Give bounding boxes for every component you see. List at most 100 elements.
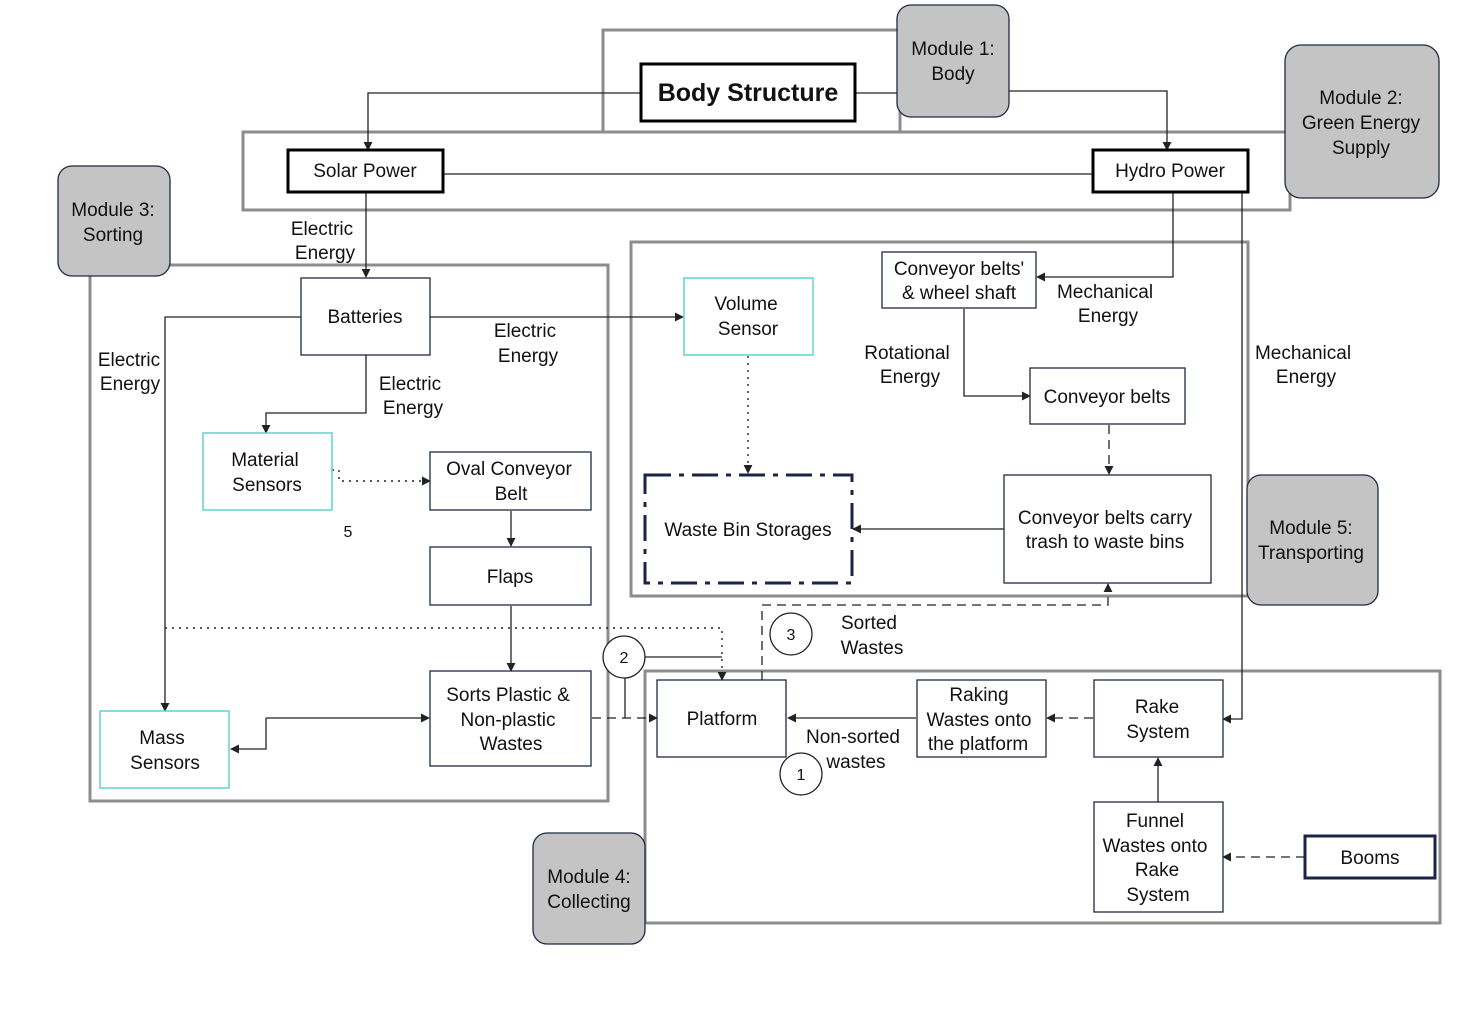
body-structure-title: Body Structure: [658, 79, 839, 107]
edge-hydro-to-belts-shaft: [1036, 193, 1174, 282]
raking-wastes-line-2: Wastes onto: [927, 710, 1032, 731]
solar-power-label: Solar Power: [313, 161, 417, 182]
funnel-wastes-node: Funnel Wastes onto Rake System: [1093, 801, 1224, 913]
module-2-label: Module 2: Green Energy Supply: [1284, 44, 1440, 199]
carry-trash-node: Conveyor belts carry trash to waste bins: [1003, 474, 1212, 584]
module-3-label: Module 3: Sorting: [57, 165, 171, 277]
module-5-group: [629, 240, 1250, 598]
marker-3: 3: [769, 612, 813, 656]
sorts-wastes-node: Sorts Plastic & Non-plastic Wastes: [429, 670, 592, 767]
marker-2: 2: [602, 635, 646, 679]
rake-system-line-2: System: [1126, 722, 1189, 743]
module-4-group: [643, 669, 1442, 925]
edge-body-to-hydro-2: [1009, 90, 1172, 151]
hydro-power-node: Hydro Power: [1091, 148, 1250, 194]
label-electric-left-2: Energy: [100, 374, 161, 395]
funnel-wastes-line-1: Funnel: [1126, 811, 1184, 832]
material-sensors-line-2: Sensors: [232, 475, 302, 496]
module-3-line-1: Module 3:: [71, 200, 154, 221]
conveyor-belts-shaft-line-1: Conveyor belts': [894, 259, 1024, 280]
mass-sensors-line-2: Sensors: [130, 753, 200, 774]
module-5-line-1: Module 5:: [1269, 518, 1352, 539]
module-2-line-1: Module 2:: [1319, 88, 1402, 109]
module-1-line-1: Module 1:: [911, 39, 994, 60]
waste-bin-storages-node: Waste Bin Storages: [643, 473, 854, 585]
label-sorted-wastes-1: Sorted: [841, 613, 897, 634]
flaps-label: Flaps: [487, 567, 533, 588]
raking-wastes-node: Raking Wastes onto the platform: [916, 679, 1047, 758]
edge-material-to-oval: [332, 469, 431, 486]
edge-sorts-mass-bidirectional: [230, 718, 267, 754]
funnel-wastes-line-2: Wastes onto: [1103, 836, 1208, 857]
module-3-group: [88, 263, 610, 803]
body-structure-node: Body Structure: [639, 62, 857, 123]
volume-sensor-line-1: Volume: [714, 294, 777, 315]
volume-sensor-node: Volume Sensor: [683, 277, 814, 356]
label-rotational-1: Rotational: [864, 343, 950, 364]
module-2-line-3: Supply: [1332, 138, 1391, 159]
label-electric-left-1: Electric: [98, 350, 160, 371]
material-sensors-node: Material Sensors: [202, 432, 333, 511]
raking-wastes-line-1: Raking: [949, 685, 1008, 706]
booms-node: Booms: [1303, 834, 1437, 880]
funnel-wastes-line-4: System: [1126, 885, 1189, 906]
module-1-label: Module 1: Body: [896, 4, 1010, 118]
flaps-node: Flaps: [429, 546, 592, 606]
label-rotational-2: Energy: [880, 367, 941, 388]
volume-sensor-line-2: Sensor: [718, 319, 779, 340]
module-4-label: Module 4: Collecting: [532, 832, 646, 945]
label-electric-material-2: Energy: [383, 398, 444, 419]
label-non-sorted-1: Non-sorted: [806, 727, 900, 748]
label-electric-solar-2: Energy: [295, 243, 356, 264]
edge-batteries-to-material: [261, 355, 367, 434]
rake-system-line-1: Rake: [1135, 697, 1179, 718]
label-stray-number: 5: [344, 524, 353, 541]
marker-3-number: 3: [787, 627, 796, 644]
conveyor-belts-shaft-node: Conveyor belts' & wheel shaft: [881, 251, 1037, 309]
carry-trash-line-2: trash to waste bins: [1026, 532, 1184, 553]
batteries-label: Batteries: [328, 307, 403, 328]
module-5-label: Module 5: Transporting: [1246, 474, 1379, 606]
sorts-wastes-line-3: Wastes: [480, 734, 543, 755]
label-electric-volume-1: Electric: [494, 321, 556, 342]
oval-conveyor-belt-node: Oval Conveyor Belt: [429, 451, 592, 511]
rake-system-node: Rake System: [1093, 679, 1224, 758]
edge-platform-to-carry: [761, 583, 1113, 680]
label-electric-volume-2: Energy: [498, 346, 559, 367]
oval-conveyor-belt-line-1: Oval Conveyor: [446, 459, 572, 480]
module-4-line-1: Module 4:: [547, 867, 630, 888]
platform-label: Platform: [687, 709, 758, 730]
module-5-line-2: Transporting: [1258, 543, 1364, 564]
conveyor-belts-label: Conveyor belts: [1044, 387, 1171, 408]
label-mech-belts-1: Mechanical: [1057, 282, 1153, 303]
label-electric-solar-1: Electric: [291, 219, 353, 240]
platform-node: Platform: [656, 679, 787, 758]
booms-label: Booms: [1340, 848, 1399, 869]
solar-power-node: Solar Power: [286, 148, 445, 194]
label-mech-rake-2: Energy: [1276, 367, 1337, 388]
conveyor-belts-node: Conveyor belts: [1029, 367, 1186, 425]
hydro-power-label: Hydro Power: [1115, 161, 1225, 182]
label-electric-material-1: Electric: [379, 374, 441, 395]
raking-wastes-line-3: the platform: [928, 734, 1028, 755]
edge-body-to-solar: [363, 92, 641, 151]
batteries-node: Batteries: [300, 277, 431, 356]
mass-sensors-line-1: Mass: [139, 728, 184, 749]
funnel-wastes-line-3: Rake: [1135, 860, 1179, 881]
label-mech-belts-2: Energy: [1078, 306, 1139, 327]
marker-1: 1: [779, 752, 823, 796]
marker-2-number: 2: [620, 650, 629, 667]
edge-batteries-to-mass: [160, 316, 301, 712]
label-sorted-wastes-2: Wastes: [841, 638, 904, 659]
edge-shaft-to-conveyor: [963, 309, 1031, 401]
waste-bin-storages-label: Waste Bin Storages: [664, 520, 831, 541]
label-non-sorted-2: wastes: [825, 752, 885, 773]
material-sensors-line-1: Material: [231, 450, 299, 471]
sorts-wastes-line-2: Non-plastic: [460, 710, 555, 731]
module-2-line-2: Green Energy: [1302, 113, 1421, 134]
marker-1-number: 1: [797, 767, 806, 784]
module-4-line-2: Collecting: [547, 892, 630, 913]
mass-sensors-node: Mass Sensors: [99, 710, 230, 789]
oval-conveyor-belt-line-2: Belt: [495, 484, 528, 505]
